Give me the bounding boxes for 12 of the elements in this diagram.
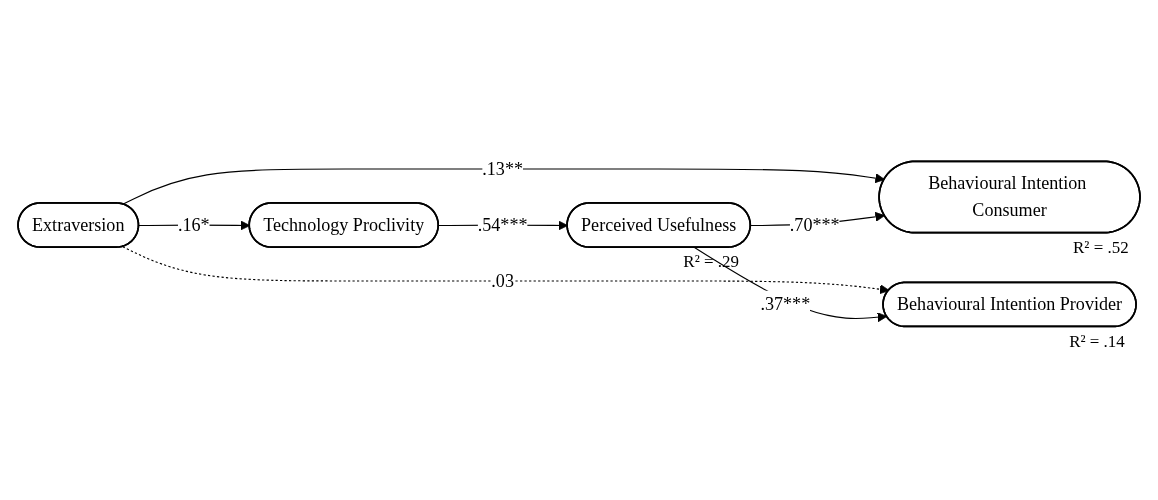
edge-label: .54***: [477, 214, 528, 235]
node-label: R² = .14: [1069, 331, 1125, 351]
edge-label: .13**: [482, 158, 523, 179]
edge-label: .16*: [177, 214, 210, 235]
node-label: R² = .52: [1073, 237, 1129, 257]
arrow: [693, 247, 888, 323]
edge-label: .03: [491, 270, 514, 290]
edge-label: .70***: [789, 214, 840, 235]
node-label: R² = .29: [683, 252, 739, 272]
edge-label: .37***: [760, 294, 811, 314]
arrow: [122, 246, 890, 295]
arrow: [122, 168, 886, 205]
